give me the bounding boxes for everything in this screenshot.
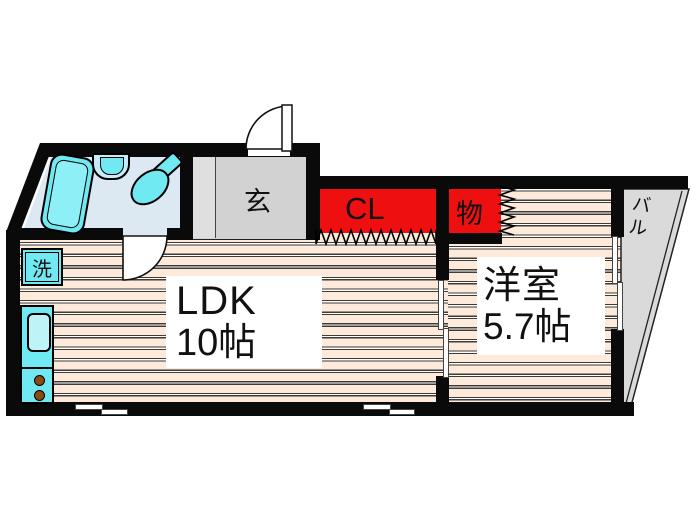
western-room-label: 洋室 5.7帖	[477, 257, 605, 355]
closet-area	[318, 183, 438, 233]
stove-burner	[34, 375, 45, 386]
slanted-wall	[6, 143, 54, 232]
closet-label: CL	[345, 191, 385, 226]
counter-divider	[22, 367, 52, 369]
bathroom-sink	[92, 153, 130, 180]
balcony-window-panel	[617, 282, 623, 331]
right-wall-lower	[611, 329, 624, 406]
closet-accordion-door	[315, 227, 437, 247]
stove-burner	[34, 390, 45, 401]
entrance-step	[190, 150, 216, 238]
sliding-door-panel	[438, 280, 444, 330]
storage-area	[448, 183, 501, 236]
ldk-label: LDK 10帖	[166, 276, 322, 368]
storage-bottom-wall	[448, 233, 502, 244]
bottom-wall	[6, 402, 634, 416]
western-room-name: 洋室	[483, 264, 562, 307]
laundry-label: 洗	[32, 258, 52, 281]
entrance-right-wall	[306, 143, 320, 240]
bathroom-bottom-wall-left	[8, 228, 123, 240]
washing-machine-inner	[25, 252, 59, 282]
left-wall	[6, 230, 20, 416]
partition-wall-upper	[436, 176, 449, 280]
western-room-area: 5.7帖	[483, 305, 572, 347]
top-wall-right	[306, 176, 688, 189]
sliding-door-panel	[443, 328, 449, 378]
sink-bowl	[100, 157, 124, 175]
room-window-panel	[363, 404, 391, 410]
kitchen-counter	[20, 305, 54, 404]
toilet	[130, 152, 183, 206]
kitchen-sink	[27, 313, 51, 352]
balcony-rail-line	[624, 190, 683, 408]
room-window-panel	[389, 409, 415, 415]
ldk-area: 10帖	[176, 322, 257, 365]
partition-wall-lower	[436, 376, 449, 406]
storage-accordion-door	[497, 185, 517, 236]
bathroom-bottom-wall-right	[167, 228, 193, 240]
washing-machine: 洗	[21, 248, 63, 286]
ldk-window-panel	[75, 404, 103, 410]
storage-label: 物	[456, 199, 483, 229]
ldk-name: LDK	[176, 278, 257, 323]
balcony-window-panel	[612, 236, 618, 284]
entrance-label: 玄	[244, 187, 271, 217]
bathroom-right-wall	[180, 143, 193, 240]
right-wall-upper	[611, 182, 624, 237]
ldk-window-panel	[101, 409, 128, 415]
entrance-door-arc	[245, 104, 293, 152]
bathroom-door-arc	[122, 235, 168, 281]
